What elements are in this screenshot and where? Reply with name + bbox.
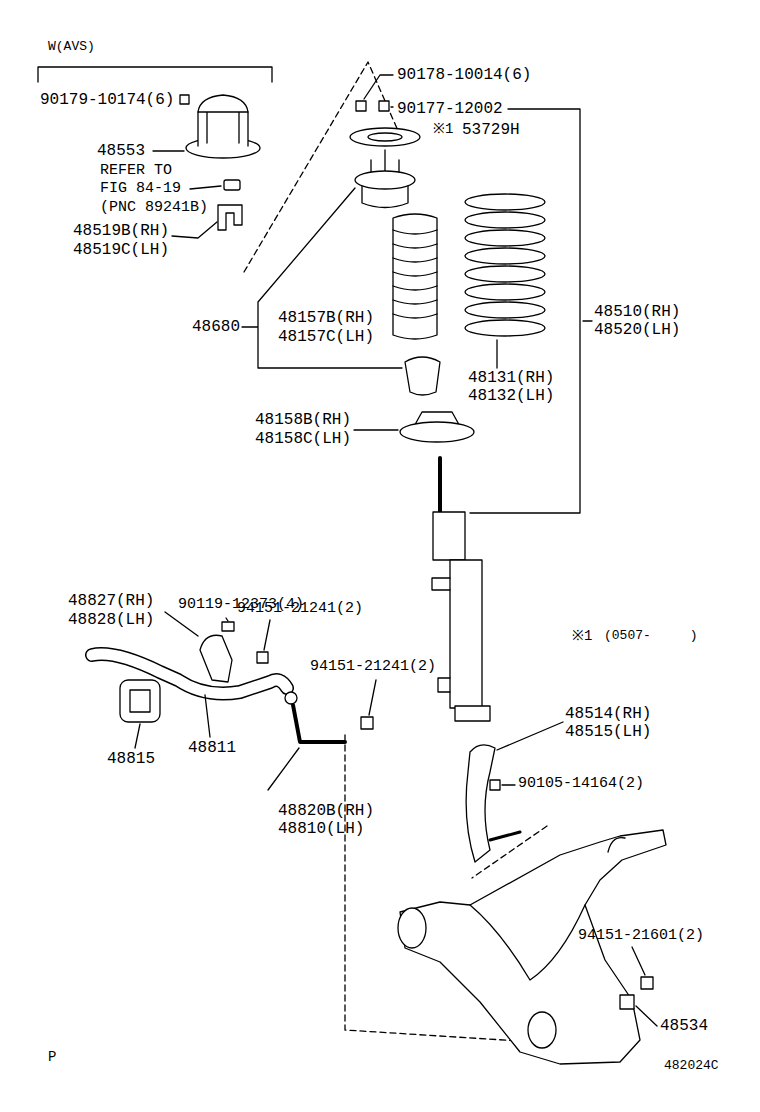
leader-line [135, 724, 140, 748]
part-number: 94151-21601(2) [578, 928, 704, 943]
bushing [398, 908, 426, 948]
bolt [490, 780, 500, 790]
part-number: 48810(LH) [278, 821, 364, 837]
leader-line [364, 75, 393, 99]
part-number: 90178-10014(6) [397, 67, 531, 83]
part-number: 48815 [107, 751, 155, 767]
mount-plate [355, 171, 415, 189]
ball-stud [490, 832, 520, 840]
part-number: 48514(RH) [565, 706, 651, 722]
part-number: 48519C(LH) [73, 242, 169, 258]
leader-line [632, 947, 645, 975]
nut [379, 101, 389, 111]
leader-line [172, 222, 217, 238]
part-number: 48820B(RH) [278, 803, 374, 819]
part-number: 482024C [664, 1059, 719, 1072]
arm-ribs [470, 905, 585, 980]
nut [180, 95, 189, 104]
part-number: P [48, 1050, 56, 1064]
view-line [244, 62, 402, 272]
cap [198, 95, 248, 146]
nut [356, 101, 366, 111]
part-number: 48131(RH) [468, 370, 554, 386]
part-number: 48157B(RH) [278, 310, 374, 326]
bolt [222, 622, 234, 631]
part-number: 48158C(LH) [255, 431, 351, 447]
part-number: 48158B(RH) [255, 412, 351, 428]
bushing [120, 680, 160, 722]
ball-joint [285, 692, 297, 704]
leader-line [391, 106, 393, 107]
clip [224, 180, 240, 190]
part-number: 94151-21241(2) [310, 659, 436, 674]
part-number: 48680 [192, 319, 240, 335]
leader-line [354, 429, 398, 430]
part-number: 48515(LH) [565, 724, 651, 740]
group-bracket [38, 67, 272, 82]
leader-line [268, 748, 299, 790]
spring-seat [400, 422, 474, 442]
part-number: 48510(RH) [594, 304, 680, 320]
washer-hole [368, 133, 402, 141]
part-number: 90177-12002 [397, 101, 503, 117]
bushing [528, 1012, 556, 1048]
leader-line [583, 320, 592, 321]
shock-body [433, 512, 465, 560]
part-number: 48811 [188, 740, 236, 756]
leader-line [242, 188, 402, 368]
part-number: ※1 [572, 629, 592, 643]
part-number: W(AVS) [48, 40, 95, 53]
leader-line [165, 612, 198, 636]
part-number: 48828(LH) [68, 612, 154, 628]
part-number: 48157C(LH) [278, 329, 374, 345]
part-number: 48553 [97, 143, 145, 159]
shock-tube [450, 560, 482, 708]
piston-rod [438, 458, 442, 512]
cap-facets [198, 112, 248, 143]
leader-line [497, 722, 563, 750]
bumper [405, 357, 440, 395]
part-number: FIG 84-19 [100, 181, 181, 196]
nut [641, 977, 653, 989]
part-number: (PNC 89241B) [100, 200, 208, 215]
lower-arm [400, 830, 666, 1064]
leader-line [369, 680, 376, 715]
shock-bracket [432, 578, 450, 692]
washer [350, 128, 420, 146]
part-number: 48132(LH) [468, 388, 554, 404]
leader-line [496, 340, 497, 368]
part-number: 48520(LH) [594, 322, 680, 338]
boot [393, 214, 437, 339]
part-number: REFER TO [100, 163, 172, 178]
bushing-bracket [200, 635, 232, 682]
part-number: 48827(RH) [68, 593, 154, 609]
leader-line [205, 695, 210, 737]
part-number: (0507- ) [604, 629, 698, 642]
leader-line [190, 186, 221, 189]
boot-folds [393, 230, 437, 318]
nut [257, 652, 268, 663]
coil-spring [465, 194, 545, 336]
part-number: ※1 [433, 122, 453, 136]
part-number: 90105-14164(2) [518, 776, 644, 791]
nut [361, 717, 373, 729]
bushing-hole [130, 690, 150, 712]
stabilizer-link [466, 745, 495, 862]
part-number: 48534 [660, 1018, 708, 1034]
leader-line [226, 618, 228, 621]
stabilizer-link [293, 705, 345, 742]
part-number: 48519B(RH) [73, 223, 169, 239]
bracket [218, 205, 242, 230]
part-number: 90179-10174(6) [40, 92, 174, 108]
leader-line [470, 109, 580, 513]
washer [620, 995, 634, 1009]
part-number: 53729H [462, 122, 520, 138]
ball-joint [608, 838, 625, 852]
shock-foot [455, 706, 490, 721]
leader-line [264, 620, 270, 650]
part-number: 94151-21241(2) [237, 601, 363, 616]
leader-line [636, 1006, 657, 1026]
leader-line [502, 784, 515, 785]
leader-line [153, 150, 184, 151]
